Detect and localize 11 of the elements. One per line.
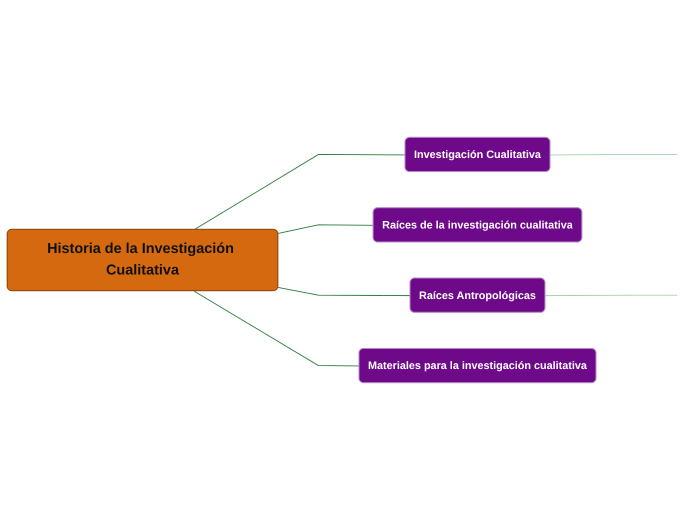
central-topic-box: Historia de la Investigación Cualitativa: [6, 228, 278, 292]
subtopic-box: Raíces de la investigación cualitativa: [372, 207, 582, 242]
subtopic-box: Raíces Antropológicas: [410, 278, 546, 313]
connector-line: [194, 290, 360, 366]
subtopic-box: Materiales para la investigación cualitativa: [358, 348, 596, 384]
subtopic-box: Investigación Cualitativa: [404, 136, 550, 172]
connector-line: [550, 154, 678, 156]
connector-line: [278, 224, 374, 234]
connector-line: [194, 154, 406, 230]
connector-line: [278, 287, 411, 296]
connector-line: [544, 294, 678, 296]
